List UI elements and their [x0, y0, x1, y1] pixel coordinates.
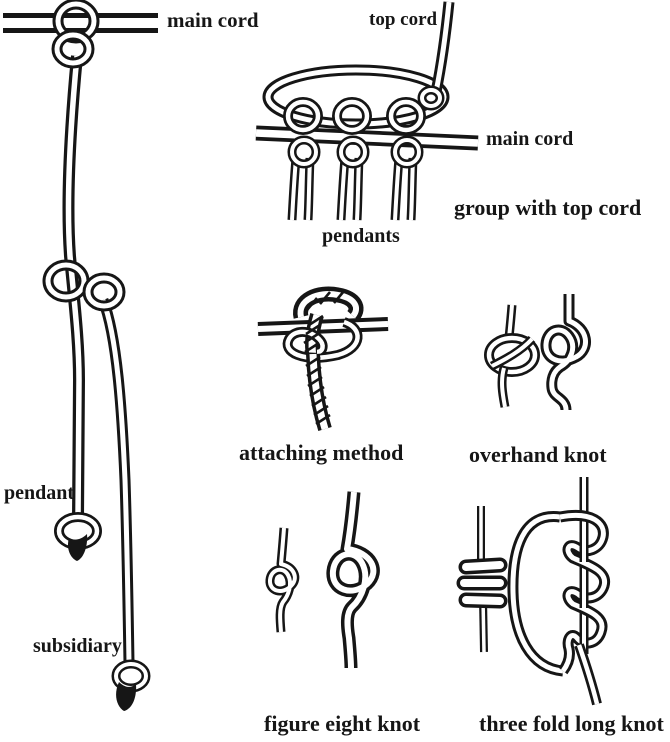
main-cord-line	[256, 133, 478, 143]
subsidiary-end-knot	[116, 664, 146, 711]
label-main-cord-left: main cord	[167, 8, 259, 32]
caption-three-fold-long-knot: three fold long knot	[479, 711, 664, 736]
long-knot-loose	[513, 477, 605, 704]
subsidiary-attachment-knot	[48, 265, 120, 306]
caption-overhand-knot: overhand knot	[469, 442, 607, 467]
label-top-cord: top cord	[369, 9, 438, 30]
figure-figure-eight-knot	[270, 492, 373, 668]
figure-eight-tight	[270, 528, 295, 632]
figure-overhand-knot	[489, 294, 586, 410]
figure-three-fold-long-knot	[464, 477, 605, 704]
label-subsidiary: subsidiary	[33, 635, 122, 657]
figure-attaching-method	[258, 291, 388, 429]
label-pendant: pendant	[4, 482, 75, 504]
overhand-knot-tight	[489, 305, 535, 407]
subsidiary-cord	[103, 300, 129, 663]
figure-pendant-attachment	[3, 4, 158, 711]
figure-group-with-top-cord	[256, 2, 478, 220]
label-main-cord-right: main cord	[486, 128, 574, 150]
caption-figure-eight-knot: figure eight knot	[264, 711, 421, 736]
rope-twist-hatching	[303, 314, 331, 426]
label-pendants: pendants	[322, 225, 400, 247]
pendant-hitch-knot	[57, 4, 94, 63]
figure-eight-loose	[333, 492, 374, 668]
long-knot-tight	[464, 506, 500, 652]
pendant-end-knot	[59, 517, 97, 561]
caption-attaching-method: attaching method	[239, 440, 404, 465]
caption-group-with-top-cord: group with top cord	[454, 195, 642, 220]
overhand-knot-loose	[546, 294, 586, 410]
twisted-rope	[288, 291, 358, 429]
bar-line	[258, 324, 388, 329]
